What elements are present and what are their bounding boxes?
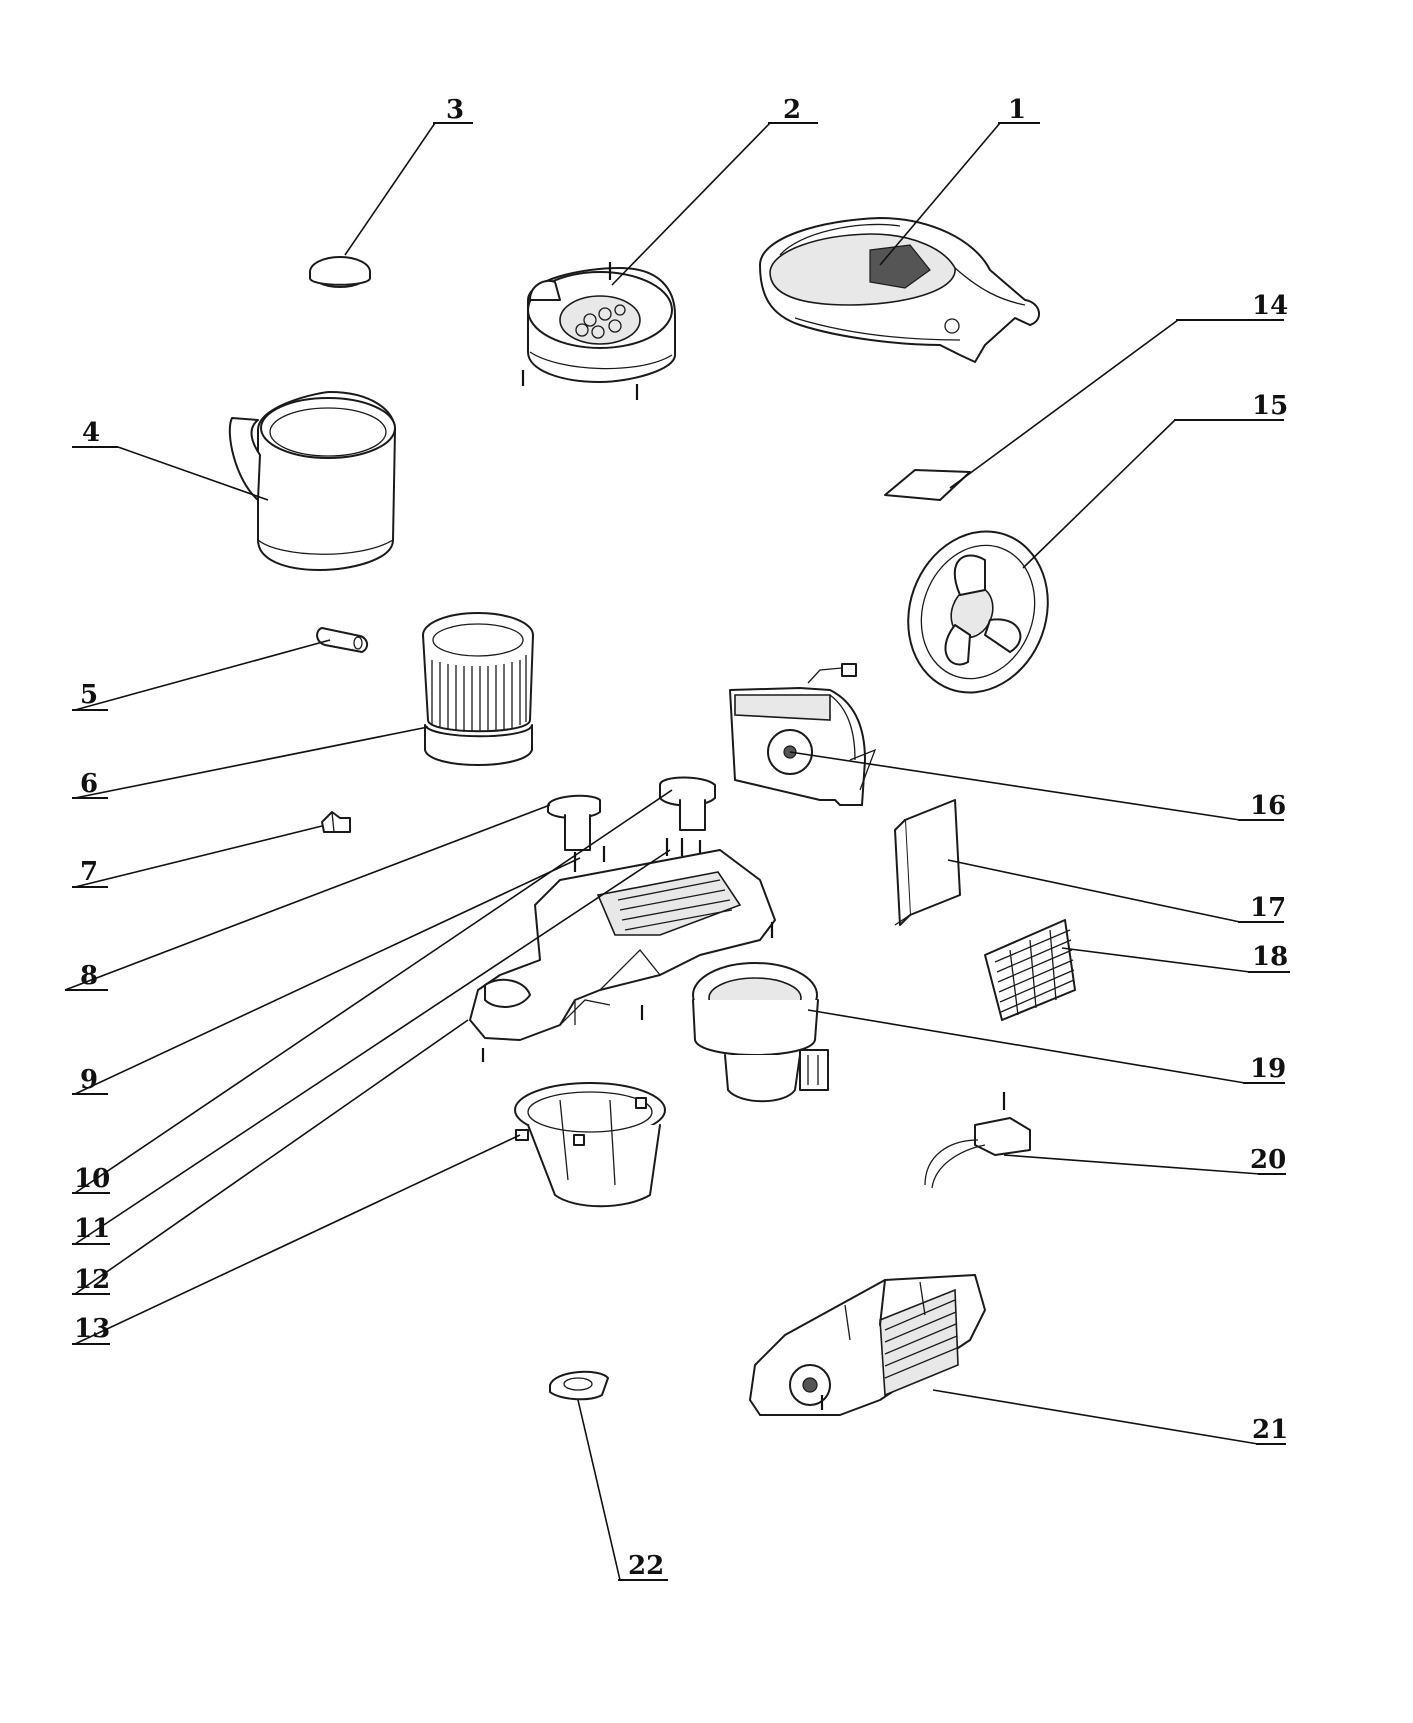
part-20-switch bbox=[924, 1092, 1031, 1189]
callout-1-label: 1 bbox=[1008, 95, 1026, 125]
part-7-clip bbox=[321, 811, 351, 833]
callout-10-label: 10 bbox=[74, 1164, 110, 1194]
part-10-release-button bbox=[659, 776, 716, 831]
callout-22-label: 22 bbox=[628, 1551, 664, 1581]
part-5-pin bbox=[316, 627, 368, 653]
main-body-chassis bbox=[469, 849, 776, 1062]
callout-4: 4 bbox=[72, 418, 118, 448]
callout-19-label: 19 bbox=[1250, 1054, 1286, 1084]
part-17-foam-filter bbox=[894, 799, 961, 926]
callout-17: 17 bbox=[1238, 893, 1286, 923]
callout-11: 11 bbox=[72, 1214, 110, 1245]
part-21-base-housing bbox=[749, 1274, 986, 1416]
part-11-screws bbox=[665, 838, 702, 856]
callout-22: 22 bbox=[618, 1551, 668, 1581]
callout-10: 10 bbox=[72, 1164, 110, 1194]
callout-9-label: 9 bbox=[80, 1065, 98, 1095]
callout-1: 1 bbox=[998, 95, 1040, 125]
callout-15-label: 15 bbox=[1252, 391, 1288, 421]
callout-12-label: 12 bbox=[74, 1265, 110, 1295]
part-6-hepa-filter bbox=[422, 612, 534, 766]
callout-16-label: 16 bbox=[1250, 791, 1286, 821]
callout-21: 21 bbox=[1252, 1415, 1288, 1445]
callout-19: 19 bbox=[1243, 1054, 1286, 1084]
callout-5-label: 5 bbox=[80, 680, 98, 710]
callout-3-label: 3 bbox=[446, 95, 464, 125]
callout-18-label: 18 bbox=[1252, 942, 1288, 972]
callout-11-label: 11 bbox=[74, 1214, 110, 1244]
part-19-motor bbox=[692, 962, 829, 1103]
part-16-motor-plate bbox=[729, 663, 877, 806]
callout-13: 13 bbox=[72, 1314, 110, 1345]
part-13-cyclone-basket bbox=[514, 1082, 666, 1208]
callout-12: 12 bbox=[72, 1265, 110, 1295]
callout-18: 18 bbox=[1248, 942, 1290, 973]
part-8-release-button bbox=[547, 794, 601, 851]
part-2-cyclone-cover bbox=[521, 262, 676, 400]
callout-7: 7 bbox=[72, 857, 108, 888]
callout-5: 5 bbox=[72, 680, 108, 711]
callout-14: 14 bbox=[1176, 291, 1288, 321]
callout-9: 9 bbox=[72, 1065, 108, 1095]
part-18-exhaust-grille bbox=[984, 919, 1076, 1021]
part-3-button bbox=[309, 256, 371, 288]
callout-8-label: 8 bbox=[80, 961, 98, 991]
callout-2: 2 bbox=[768, 95, 818, 125]
callout-20: 20 bbox=[1250, 1145, 1286, 1175]
part-22-caster bbox=[549, 1370, 609, 1401]
callout-14-label: 14 bbox=[1252, 291, 1288, 321]
part-14-pad bbox=[884, 469, 971, 501]
callout-7-label: 7 bbox=[80, 857, 98, 887]
part-15-wheel bbox=[907, 530, 1049, 694]
callout-20-label: 20 bbox=[1250, 1145, 1286, 1175]
callout-21-label: 21 bbox=[1252, 1415, 1288, 1445]
part-1-lid-handle bbox=[759, 217, 1040, 363]
callout-13-label: 13 bbox=[74, 1314, 110, 1344]
callout-15: 15 bbox=[1174, 391, 1288, 421]
callout-8: 8 bbox=[65, 961, 108, 991]
part-4-dust-container bbox=[228, 391, 396, 571]
callout-17-label: 17 bbox=[1250, 893, 1286, 923]
leader-lines bbox=[64, 122, 1261, 1581]
callout-16: 16 bbox=[1238, 791, 1286, 821]
callout-6: 6 bbox=[72, 769, 108, 799]
callout-2-label: 2 bbox=[783, 95, 801, 125]
callout-6-label: 6 bbox=[80, 769, 98, 799]
callout-3: 3 bbox=[433, 95, 473, 125]
callout-4-label: 4 bbox=[82, 418, 100, 448]
